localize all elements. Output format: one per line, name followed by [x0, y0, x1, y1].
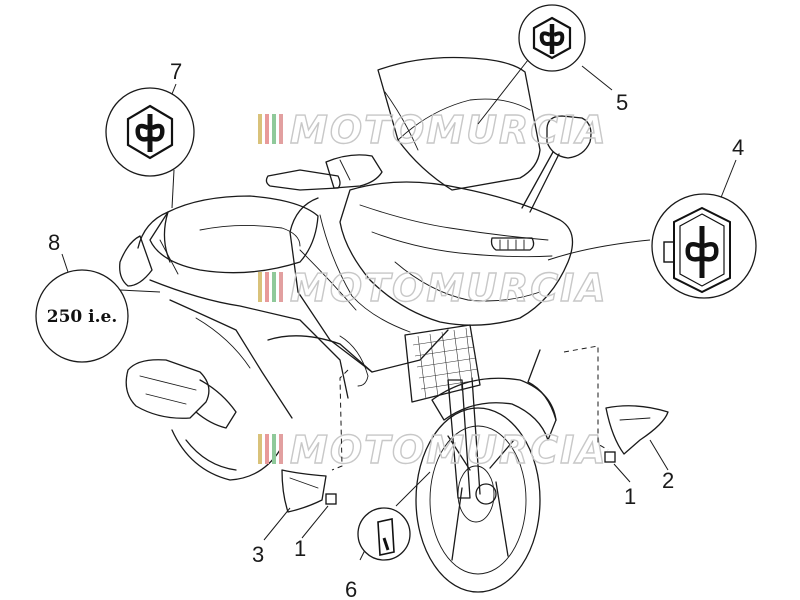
- callout-number: 4: [732, 135, 744, 160]
- callout-number: 5: [616, 90, 628, 115]
- callout-number: 7: [170, 59, 182, 84]
- scooter-drawing: [119, 56, 592, 593]
- piaggio-logo-icon: [126, 104, 174, 160]
- callout-3: 3: [252, 369, 349, 567]
- callout-2: 2: [563, 345, 674, 493]
- callout-4: 4: [547, 135, 757, 299]
- piaggio-badge-icon: [663, 206, 731, 294]
- watermark-text-middle: MOTOMURCIA: [290, 266, 608, 310]
- callout-number: 6: [345, 577, 357, 600]
- watermark-top: MOTOMURCIA: [258, 107, 608, 153]
- piaggio-logo-icon: [532, 16, 572, 60]
- callout-7: 7: [105, 59, 195, 209]
- watermark-bottom: MOTOMURCIA: [258, 427, 608, 473]
- watermark-text-bottom: MOTOMURCIA: [290, 428, 608, 472]
- callout-5: 5: [477, 4, 628, 125]
- callout-number: 3: [252, 542, 264, 567]
- watermark-middle: MOTOMURCIA: [258, 265, 608, 311]
- callout-number: 1: [624, 484, 636, 509]
- callout-number: 2: [662, 468, 674, 493]
- watermark-text-top: MOTOMURCIA: [290, 108, 608, 152]
- callout-number: 8: [48, 230, 60, 255]
- watermark: MOTOMURCIA MOTOMURCIA MOTOMURCIA: [258, 107, 608, 473]
- callout-8: 250 i.e. 8: [35, 230, 161, 363]
- callout-1-left: 1: [294, 505, 329, 561]
- callout-1-right: 1: [613, 463, 636, 509]
- sticker-icon: [377, 518, 395, 556]
- callout-number: 1: [294, 536, 306, 561]
- callout-6: 6: [345, 471, 431, 600]
- displacement-badge-text: 250 i.e.: [47, 307, 118, 327]
